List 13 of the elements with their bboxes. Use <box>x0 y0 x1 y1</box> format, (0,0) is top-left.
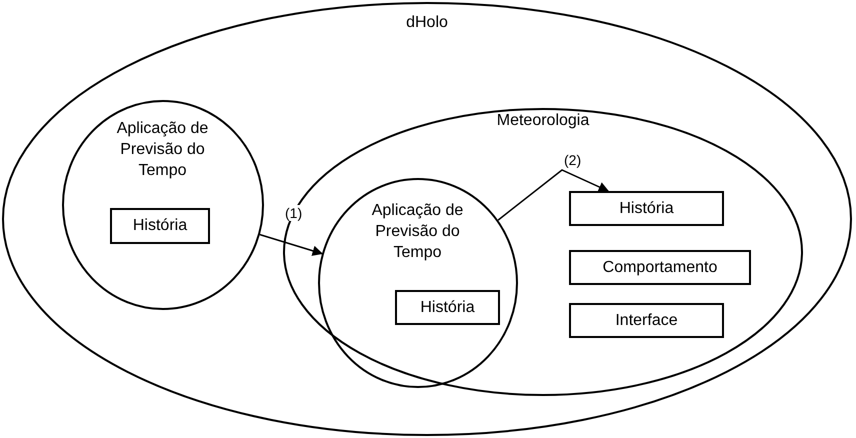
arrow <box>260 234 323 256</box>
edge-label: (1) <box>283 205 304 221</box>
text-box: Comportamento <box>569 250 751 285</box>
arrow <box>498 169 610 221</box>
group-title: Meteorologia <box>496 111 590 131</box>
group-title: Aplicação de Previsão do Tempo <box>116 119 210 181</box>
group-title: dHolo <box>405 13 449 33</box>
text-box: História <box>569 191 724 226</box>
text-box: Interface <box>569 303 724 338</box>
text-box: História <box>110 208 210 244</box>
edge-label: (2) <box>562 152 584 168</box>
group-title: Aplicação de Previsão do Tempo <box>370 201 464 263</box>
text-box: História <box>395 290 500 325</box>
